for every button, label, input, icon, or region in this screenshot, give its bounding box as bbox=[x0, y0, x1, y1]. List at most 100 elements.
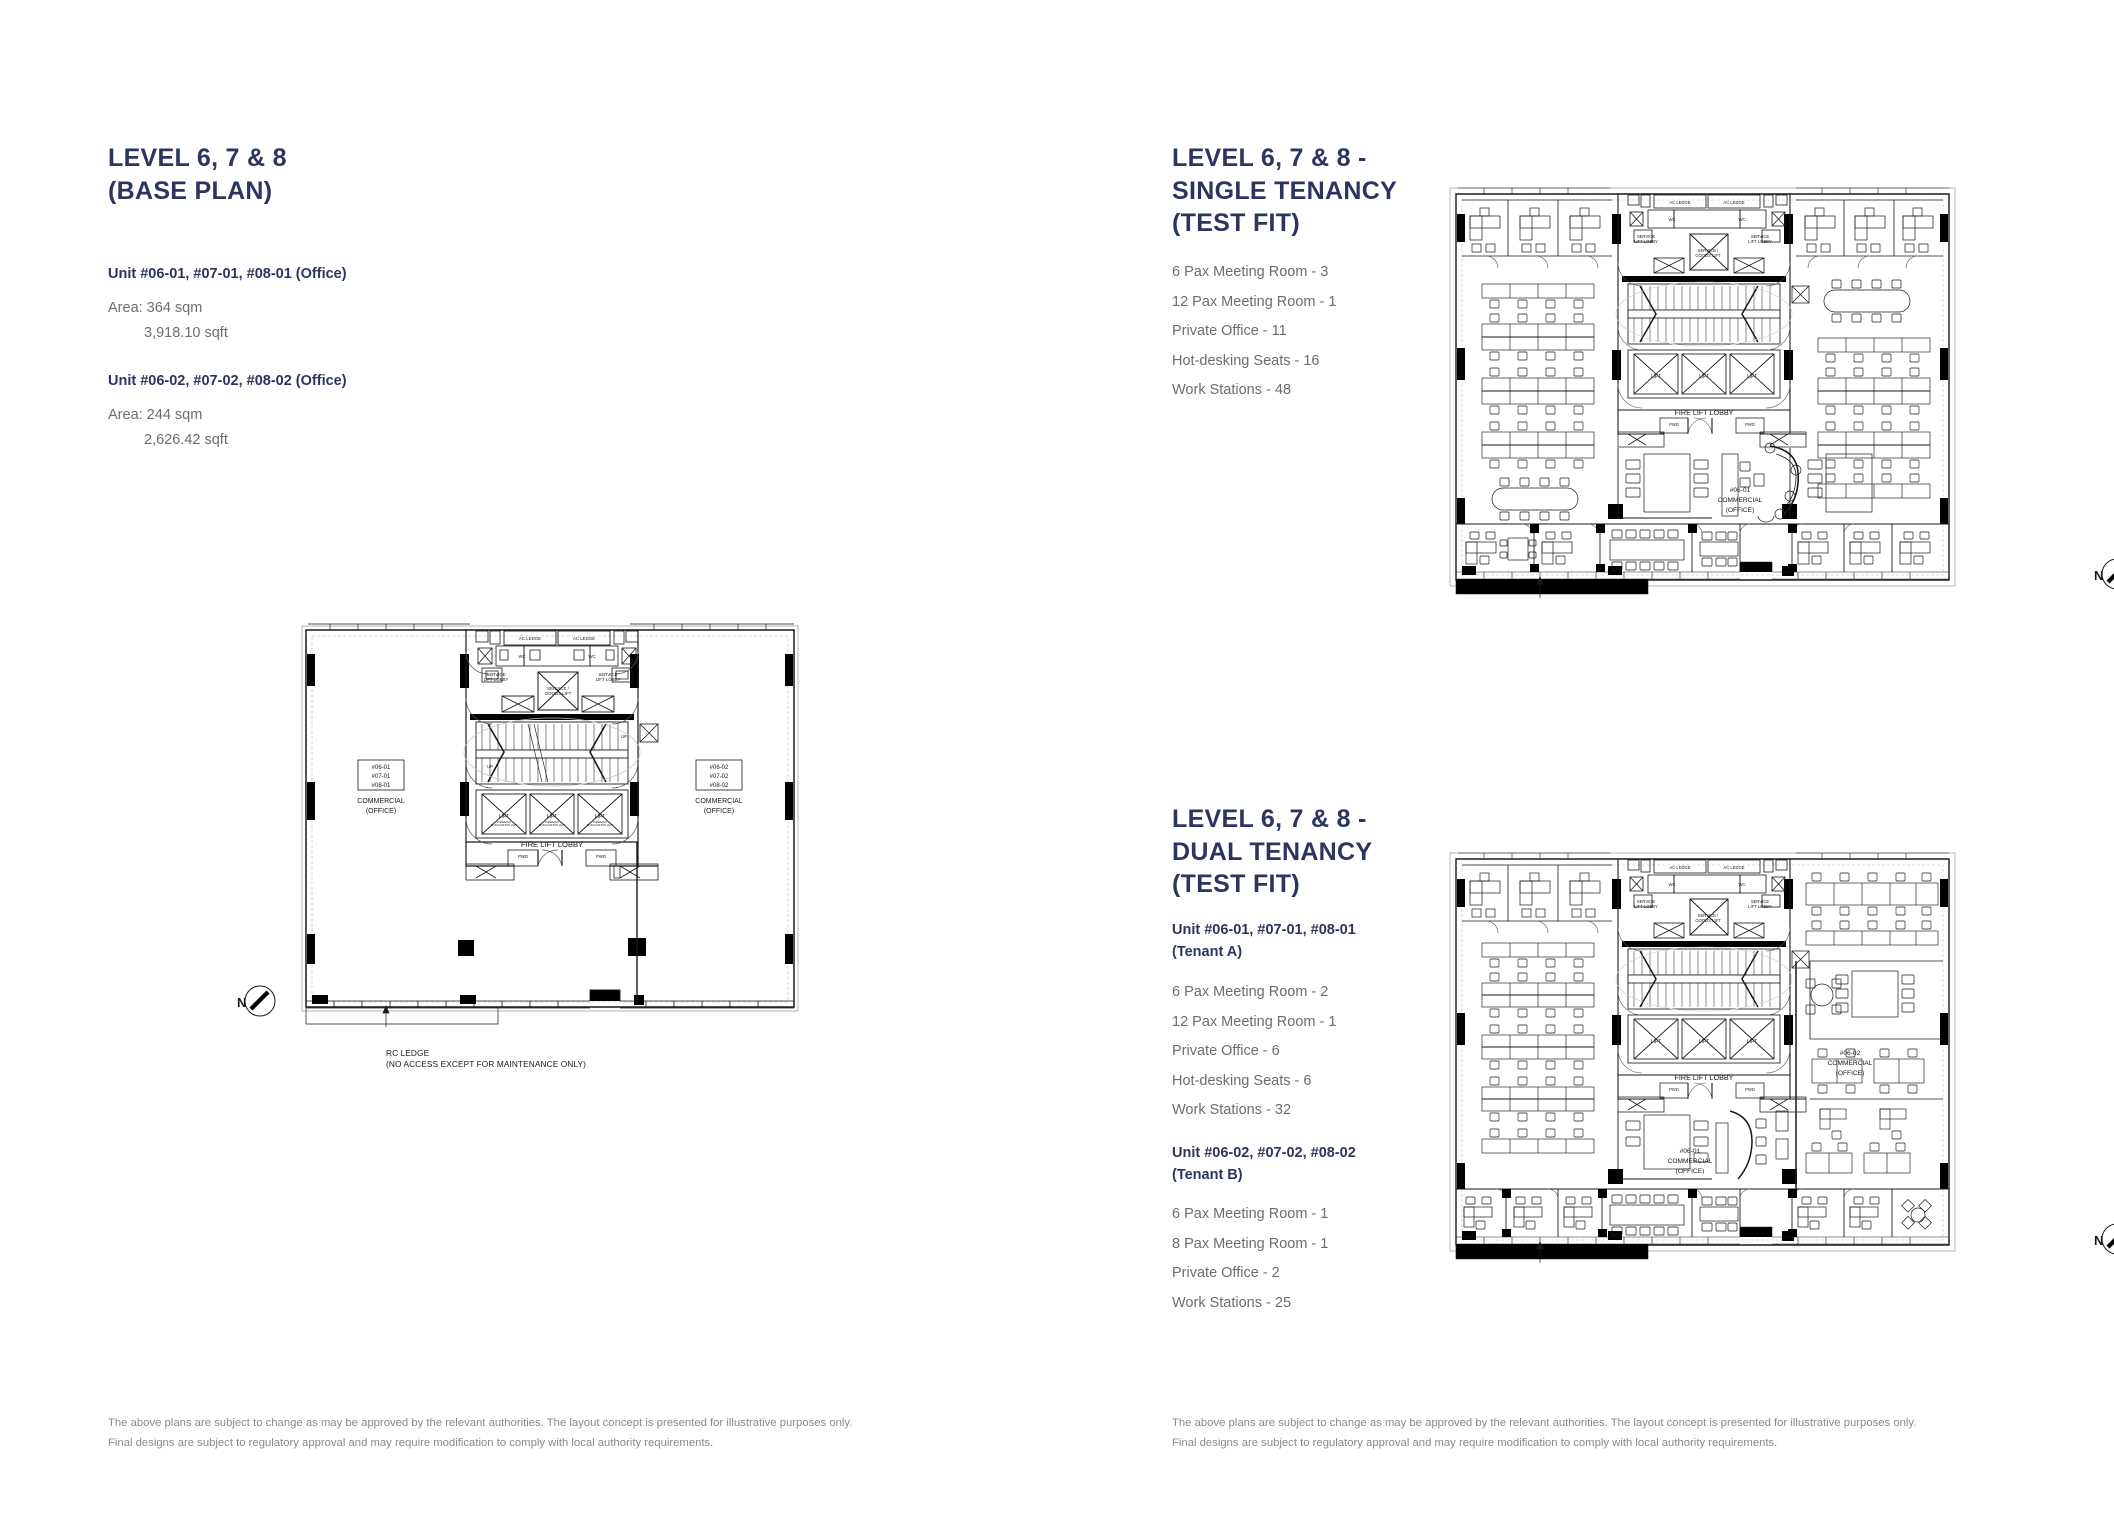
svg-text:#06-02: #06-02 bbox=[710, 765, 729, 771]
single-stat-1: 12 Pax Meeting Room - 1 bbox=[1172, 293, 1337, 310]
left-footer-line2: Final designs are subject to regulatory … bbox=[108, 1437, 714, 1450]
svg-text:AC LEDGE: AC LEDGE bbox=[519, 636, 541, 641]
base-plan-title: LEVEL 6, 7 & 8 (BASE PLAN) bbox=[108, 142, 287, 207]
single-tenancy-title-line1: LEVEL 6, 7 & 8 - bbox=[1172, 144, 1367, 172]
svg-text:SERVICE: SERVICE bbox=[1751, 899, 1770, 904]
svg-text:FIRE LIFT LOBBY: FIRE LIFT LOBBY bbox=[1675, 408, 1734, 417]
svg-text:N: N bbox=[2094, 568, 2103, 583]
single-tenancy-title-line2: SINGLE TENANCY bbox=[1172, 176, 1398, 205]
svg-text:LIFT LOBBY: LIFT LOBBY bbox=[1748, 904, 1772, 909]
svg-text:AC LEDGE: AC LEDGE bbox=[573, 636, 595, 641]
svg-text:SERVICE /: SERVICE / bbox=[1698, 913, 1719, 918]
svg-text:PWD: PWD bbox=[1745, 422, 1755, 427]
base-fire-lift-lobby-label: FIRE LIFT LOBBY bbox=[521, 840, 583, 849]
svg-text:LIFT LOBBY: LIFT LOBBY bbox=[596, 677, 621, 682]
unit-1-heading: Unit #06-01, #07-01, #08-01 (Office) bbox=[108, 266, 347, 282]
tenant-a-stats: 6 Pax Meeting Room - 2 12 Pax Meeting Ro… bbox=[1172, 978, 1336, 1126]
svg-text:#07-02: #07-02 bbox=[710, 774, 729, 780]
svg-text:WC: WC bbox=[1739, 882, 1746, 887]
svg-text:UP: UP bbox=[621, 734, 627, 739]
svg-text:(OFFICE): (OFFICE) bbox=[1726, 507, 1755, 514]
dual-tenancy-title-line3: (TEST FIT) bbox=[1172, 870, 1300, 898]
svg-text:PWD: PWD bbox=[518, 854, 528, 859]
svg-text:#06-01: #06-01 bbox=[372, 765, 391, 771]
svg-text:COMMERCIAL: COMMERCIAL bbox=[1828, 1060, 1873, 1067]
svg-text:SERVICE /: SERVICE / bbox=[1698, 248, 1719, 253]
tenant-a-heading-line1: Unit #06-01, #07-01, #08-01 bbox=[1172, 922, 1356, 938]
unit-1-area: Area: 364 sqm 3,918.10 sqft bbox=[108, 296, 228, 346]
unit-2-area-sqft: 2,626.42 sqft bbox=[144, 432, 228, 448]
svg-text:PWD: PWD bbox=[1745, 1087, 1755, 1092]
single-stat-2: Private Office - 11 bbox=[1172, 323, 1287, 339]
svg-text:N: N bbox=[237, 995, 246, 1010]
tenant-a-stat-2: Private Office - 6 bbox=[1172, 1043, 1280, 1059]
svg-text:WC: WC bbox=[518, 654, 525, 659]
svg-text:LIFT: LIFT bbox=[499, 814, 510, 820]
dual-tenancy-title-line1: LEVEL 6, 7 & 8 - bbox=[1172, 805, 1367, 833]
svg-text:WC: WC bbox=[588, 654, 595, 659]
unit-1-area-sqm: Area: 364 sqm bbox=[108, 300, 203, 316]
right-column: LEVEL 6, 7 & 8 - SINGLE TENANCY (TEST FI… bbox=[1057, 0, 2114, 1518]
dual-tenancy-compass: N bbox=[2085, 1216, 2114, 1264]
tenant-b-stat-0: 6 Pax Meeting Room - 1 bbox=[1172, 1206, 1329, 1222]
svg-text:UP: UP bbox=[487, 764, 493, 769]
left-footer-line1: The above plans are subject to change as… bbox=[108, 1417, 853, 1430]
single-stat-3: Hot-desking Seats - 16 bbox=[1172, 352, 1320, 369]
svg-text:PWD: PWD bbox=[1669, 1087, 1679, 1092]
right-footer-line1: The above plans are subject to change as… bbox=[1172, 1417, 1917, 1430]
svg-text:FIREMAN: FIREMAN bbox=[545, 820, 559, 824]
svg-text:WC: WC bbox=[1739, 217, 1746, 222]
svg-text:AC LEDGE: AC LEDGE bbox=[1669, 865, 1690, 870]
svg-text:LIFT: LIFT bbox=[1651, 1039, 1661, 1045]
svg-text:AC LEDGE: AC LEDGE bbox=[1723, 865, 1744, 870]
tenant-b-stat-3: Work Stations - 25 bbox=[1172, 1294, 1292, 1311]
svg-text:EVACUATION LIFT: EVACUATION LIFT bbox=[539, 823, 565, 827]
svg-text:SERVICE: SERVICE bbox=[1637, 899, 1656, 904]
base-rc-ledge-line2: (NO ACCESS EXCEPT FOR MAINTENANCE ONLY) bbox=[386, 1059, 586, 1070]
svg-text:LIFT: LIFT bbox=[1699, 374, 1709, 380]
svg-text:(OFFICE): (OFFICE) bbox=[1836, 1070, 1865, 1077]
tenant-a-stat-1: 12 Pax Meeting Room - 1 bbox=[1172, 1013, 1337, 1030]
tenant-b-stat-1: 8 Pax Meeting Room - 1 bbox=[1172, 1235, 1329, 1252]
svg-text:(OFFICE): (OFFICE) bbox=[366, 808, 396, 815]
dual-tenancy-title-line2: DUAL TENANCY bbox=[1172, 837, 1373, 866]
svg-text:(OFFICE): (OFFICE) bbox=[704, 808, 734, 815]
single-stat-4: Work Stations - 48 bbox=[1172, 382, 1292, 398]
svg-text:PWD: PWD bbox=[596, 854, 606, 859]
svg-text:#08-01: #08-01 bbox=[372, 783, 391, 789]
unit-2-heading: Unit #06-02, #07-02, #08-02 (Office) bbox=[108, 373, 347, 389]
base-rc-ledge-line1: RC LEDGE bbox=[386, 1048, 430, 1058]
tenant-a-stat-0: 6 Pax Meeting Room - 2 bbox=[1172, 984, 1329, 1000]
svg-text:COMMERCIAL: COMMERCIAL bbox=[357, 798, 405, 805]
single-tenancy-title-line3: (TEST FIT) bbox=[1172, 209, 1300, 237]
svg-text:WC: WC bbox=[1669, 882, 1676, 887]
svg-text:SERVICE: SERVICE bbox=[1637, 234, 1656, 239]
svg-text:SERVICE: SERVICE bbox=[486, 672, 505, 677]
svg-text:LIFT: LIFT bbox=[1699, 1039, 1709, 1045]
svg-text:SERVICE: SERVICE bbox=[598, 672, 617, 677]
base-plan-compass: N bbox=[228, 978, 284, 1026]
left-footer-disclaimer: The above plans are subject to change as… bbox=[108, 1414, 968, 1454]
svg-text:LIFT LOBBY: LIFT LOBBY bbox=[484, 677, 509, 682]
svg-text:FIRE LIFT LOBBY: FIRE LIFT LOBBY bbox=[1675, 1073, 1734, 1082]
svg-text:AC LEDGE: AC LEDGE bbox=[1669, 200, 1690, 205]
unit-1-area-sqft: 3,918.10 sqft bbox=[144, 325, 228, 341]
left-column: LEVEL 6, 7 & 8 (BASE PLAN) Unit #06-01, … bbox=[108, 142, 968, 1454]
svg-text:GOODS LIFT: GOODS LIFT bbox=[1695, 253, 1721, 258]
right-footer-disclaimer: The above plans are subject to change as… bbox=[1172, 1414, 2032, 1454]
svg-text:COMMERCIAL: COMMERCIAL bbox=[695, 798, 743, 805]
single-tenancy-stats: 6 Pax Meeting Room - 3 12 Pax Meeting Ro… bbox=[1172, 258, 1336, 406]
svg-text:COMMERCIAL: COMMERCIAL bbox=[1668, 1158, 1713, 1165]
tenant-b-stats: 6 Pax Meeting Room - 1 8 Pax Meeting Roo… bbox=[1172, 1200, 1328, 1318]
svg-text:N: N bbox=[2094, 1233, 2103, 1248]
tenant-a-heading: Unit #06-01, #07-01, #08-01 (Tenant A) bbox=[1172, 920, 1356, 964]
svg-text:PWD: PWD bbox=[1669, 422, 1679, 427]
svg-text:#06-01: #06-01 bbox=[1680, 1148, 1701, 1155]
svg-text:FIREMAN: FIREMAN bbox=[497, 820, 511, 824]
tenant-a-heading-line2: (Tenant A) bbox=[1172, 943, 1243, 960]
svg-text:LIFT LOBBY: LIFT LOBBY bbox=[1748, 239, 1772, 244]
svg-text:LIFT: LIFT bbox=[1747, 1039, 1757, 1045]
base-plan-drawing: AC LEDGE AC LEDGE SERVICE LIFT LOBBY SER… bbox=[290, 612, 810, 1027]
